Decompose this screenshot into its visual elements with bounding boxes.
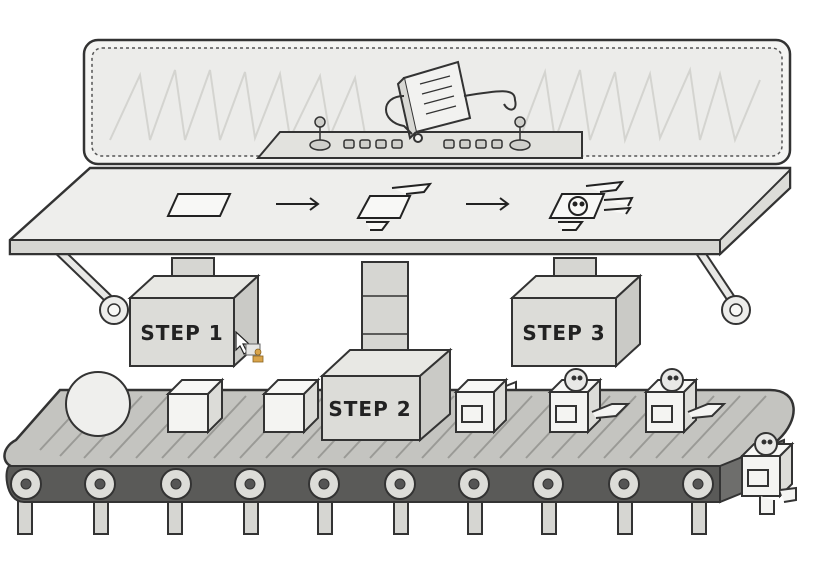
mouse-cursor-icon — [235, 330, 264, 363]
step-1-press: STEP 1 — [127, 257, 261, 369]
table-sequence — [166, 180, 634, 231]
square-part-icon — [166, 193, 232, 217]
control-knobs — [309, 116, 531, 151]
arrow-right-icon — [276, 197, 320, 211]
robot-supervisor-icon — [385, 60, 517, 143]
belt-items — [65, 368, 797, 515]
robot-body-icon — [453, 377, 517, 435]
robot-body-icon — [356, 182, 433, 231]
robot-assembled-icon — [548, 180, 634, 231]
sphere-part-icon — [65, 371, 131, 437]
step-3-press: STEP 3 — [509, 257, 643, 369]
robot-assembled-icon — [739, 432, 797, 515]
step-2-press: STEP 2 — [319, 261, 453, 443]
robot-assembled-icon — [643, 368, 727, 435]
conveyor-rollers — [10, 468, 714, 500]
step-3-label: STEP 3 — [522, 321, 605, 345]
step-1-label: STEP 1 — [140, 321, 223, 345]
step-2-label: STEP 2 — [328, 397, 411, 421]
robot-assembled-icon — [547, 368, 631, 435]
cube-part-icon — [261, 377, 321, 435]
top-display-panel — [82, 38, 792, 166]
cube-part-icon — [165, 377, 225, 435]
arrow-right-icon — [466, 197, 510, 211]
